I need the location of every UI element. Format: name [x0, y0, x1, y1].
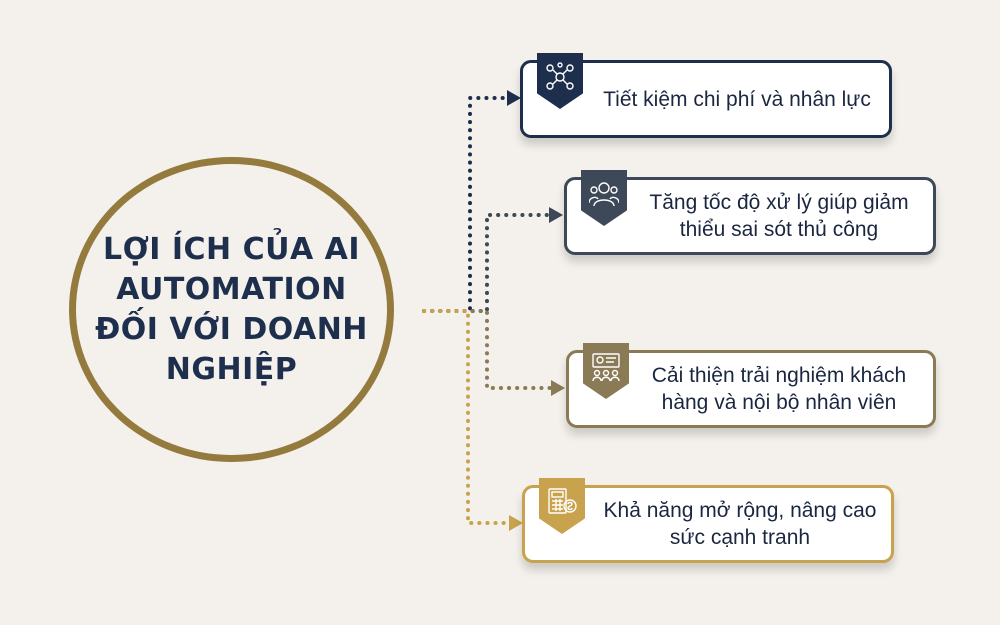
arrowhead-3 [551, 380, 565, 396]
connector-2 [422, 213, 550, 313]
benefit-text-1: Tiết kiệm chi phí và nhân lực [603, 87, 871, 111]
meeting-icon [592, 353, 620, 382]
arrowhead-4 [509, 515, 523, 531]
benefit-text-3: Cải thiện trải nghiệm khách hàng và nội … [651, 364, 907, 414]
network-people-icon [546, 62, 574, 90]
team-icon [589, 182, 619, 207]
benefit-text-4: Khả năng mở rộng, nâng cao sức cạnh tran… [603, 499, 877, 549]
arrowhead-1 [507, 90, 521, 106]
arrowhead-2 [549, 207, 563, 223]
center-title: LỢI ÍCH CỦA AI AUTOMATION ĐỐI VỚI DOANH … [95, 231, 368, 387]
connector-4 [422, 309, 510, 525]
icon-tag-4 [539, 478, 585, 534]
benefit-text-2: Tăng tốc độ xử lý giúp giảm thiểu sai só… [649, 191, 909, 241]
benefit-card-experience: Cải thiện trải nghiệm khách hàng và nội … [566, 343, 936, 428]
benefit-card-processing-speed: Tăng tốc độ xử lý giúp giảm thiểu sai só… [564, 170, 936, 255]
connector-3 [422, 309, 552, 390]
icon-tag-2 [581, 170, 627, 226]
icon-tag-1 [537, 53, 583, 109]
central-circle: LỢI ÍCH CỦA AI AUTOMATION ĐỐI VỚI DOANH … [69, 157, 394, 462]
connector-1 [422, 96, 508, 313]
finance-calculator-icon [548, 488, 577, 514]
benefit-card-scalability: Khả năng mở rộng, nâng cao sức cạnh tran… [522, 478, 894, 563]
icon-tag-3 [583, 343, 629, 399]
benefit-card-cost-savings: Tiết kiệm chi phí và nhân lực [520, 53, 892, 138]
